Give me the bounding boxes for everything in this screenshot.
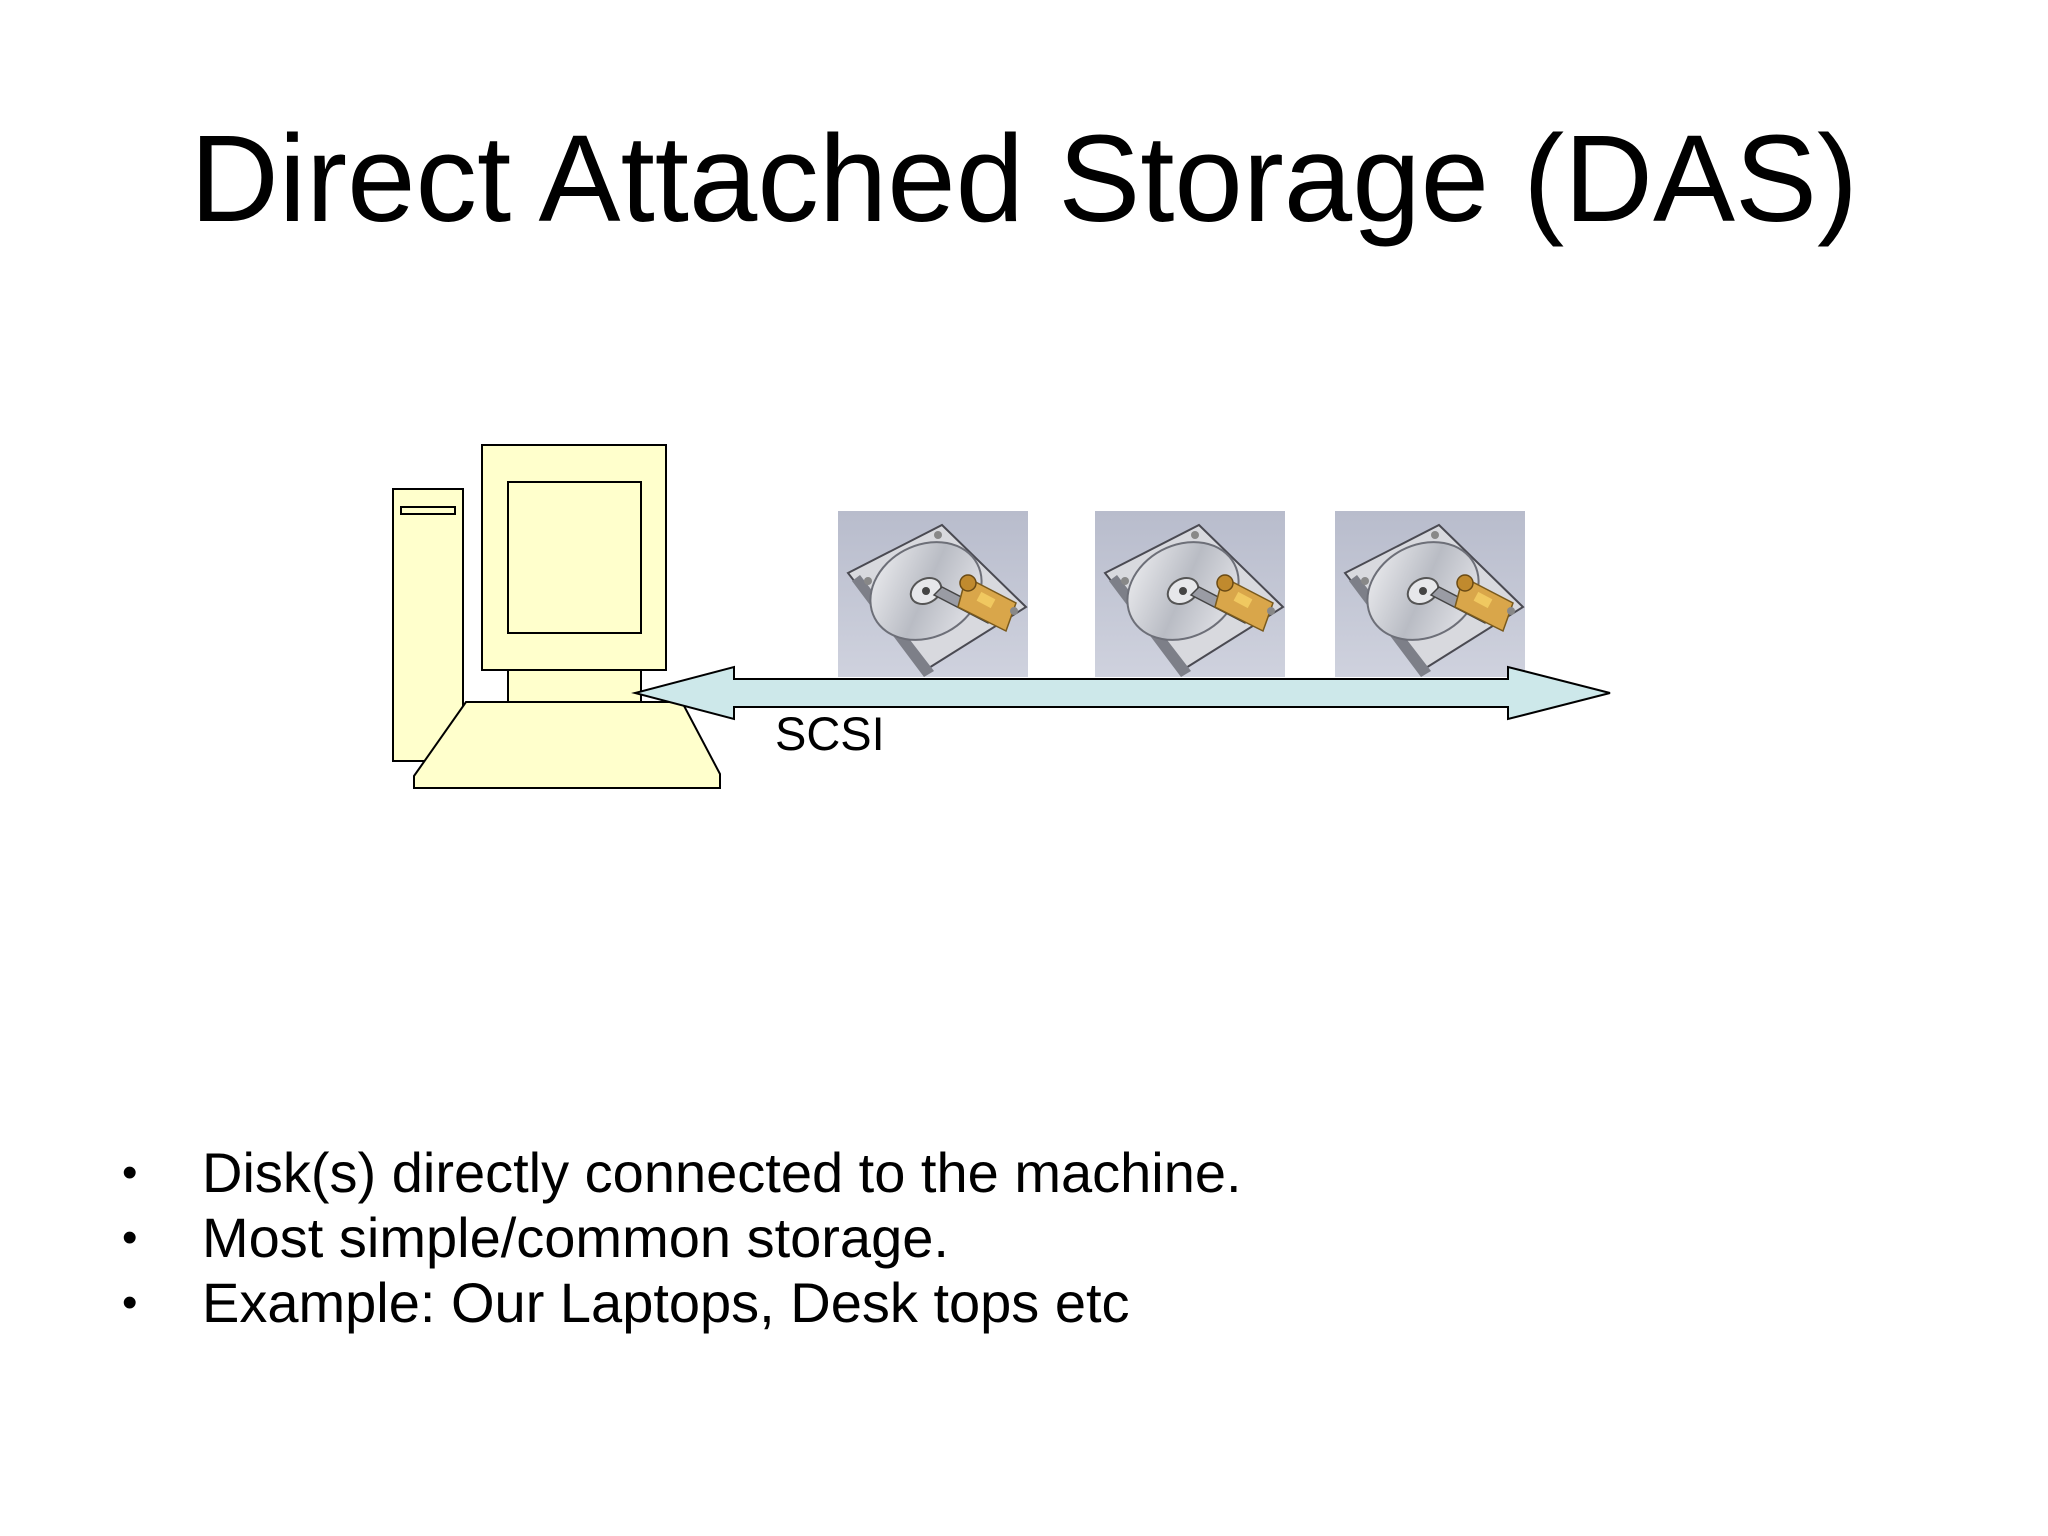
list-item: • Most simple/common storage. [118,1205,1242,1270]
bullet-icon: • [122,1278,138,1327]
list-item: • Disk(s) directly connected to the machi… [118,1140,1242,1205]
slide-title: Direct Attached Storage (DAS) [189,111,1859,248]
scsi-label: SCSI [775,707,885,760]
hard-disk-drive-icon [1334,510,1526,678]
bullet-text: Disk(s) directly connected to the machin… [202,1141,1242,1204]
hard-disk-drive-icon [837,510,1029,678]
hard-disk-drive-icon [1094,510,1286,678]
desktop-computer-icon [392,444,721,789]
bullet-list: • Disk(s) directly connected to the machi… [118,1140,1242,1335]
bullet-icon: • [122,1148,138,1197]
bullet-icon: • [122,1213,138,1262]
bullet-text: Example: Our Laptops, Desk tops etc [202,1271,1130,1334]
bullet-text: Most simple/common storage. [202,1206,949,1269]
list-item: • Example: Our Laptops, Desk tops etc [118,1270,1242,1335]
scsi-bus-arrow [631,665,1611,721]
